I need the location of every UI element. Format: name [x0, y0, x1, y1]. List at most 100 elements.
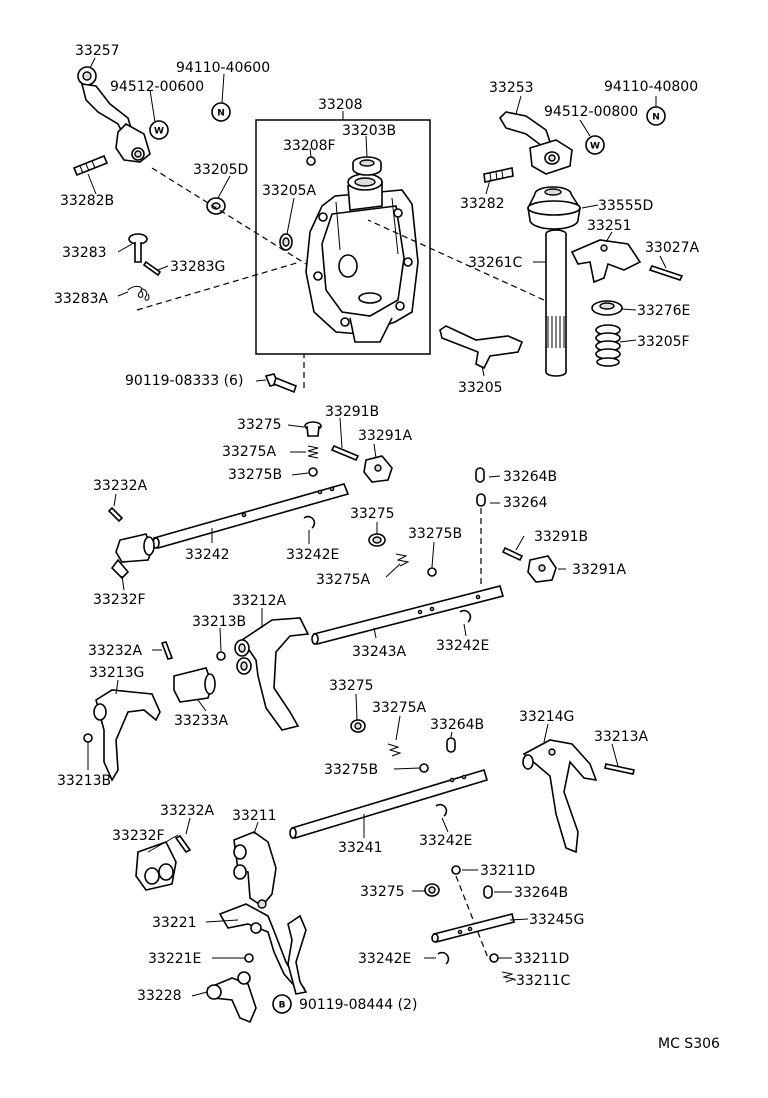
shift-shaft-33245g	[431, 913, 515, 943]
label-33228: 33228	[137, 988, 182, 1004]
label-33251: 33251	[587, 218, 632, 234]
pin-33264	[476, 493, 486, 507]
label-33211d-a: 33211D	[480, 863, 535, 879]
plug-33275-d	[424, 883, 440, 897]
label-33205: 33205	[458, 380, 503, 396]
label-33275-a: 33275	[237, 417, 282, 433]
plug-33275-a	[304, 421, 322, 437]
label-33213a: 33213A	[594, 729, 649, 745]
pin-33264b-b	[446, 737, 456, 753]
label-33208: 33208	[318, 97, 363, 113]
label-33242e-b: 33242E	[436, 638, 489, 654]
shift-shaft-33243a	[311, 585, 505, 645]
shift-shaft-33261c	[545, 229, 567, 377]
label-33205d: 33205D	[193, 162, 248, 178]
block-33291a-b	[527, 555, 557, 583]
assembly-line-shaft	[367, 219, 545, 301]
label-33276e: 33276E	[637, 303, 690, 319]
nut-94110-40600: N	[211, 102, 231, 122]
label-33232f-b: 33232F	[112, 828, 165, 844]
spring-seat-33276e	[591, 300, 623, 316]
shift-head-33232f-b	[135, 841, 177, 891]
bushing-33205a	[279, 233, 293, 251]
label-33213b-b: 33213B	[57, 773, 111, 789]
footer-code: MC S306	[658, 1036, 720, 1052]
label-33283: 33283	[62, 245, 107, 261]
label-33275-b: 33275	[350, 506, 395, 522]
snap-ring-33242e-b	[459, 609, 472, 623]
label-33211: 33211	[232, 808, 277, 824]
label-33245g: 33245G	[529, 912, 584, 928]
label-33282: 33282	[460, 196, 505, 212]
pin-33282b	[72, 154, 109, 177]
bracket-33251	[570, 239, 642, 284]
ring-33221e	[244, 953, 254, 963]
label-33283a: 33283A	[54, 291, 109, 307]
label-33264b-b: 33264B	[430, 717, 484, 733]
label-33555d: 33555D	[598, 198, 653, 214]
label-33205f: 33205F	[637, 334, 690, 350]
oil-seal-33203b	[352, 156, 382, 176]
shift-shaft-33242	[152, 483, 350, 549]
label-33211d-b: 33211D	[514, 951, 569, 967]
spring-33283a	[127, 285, 150, 301]
plug-33275-c	[350, 719, 366, 733]
shift-lever-33257	[77, 66, 151, 163]
part-labels: 33257 94110-40600 94512-00600 33208 3320…	[54, 43, 720, 1052]
label-33205a: 33205A	[262, 183, 317, 199]
label-33257: 33257	[75, 43, 120, 59]
snap-ring-33242e-c	[435, 803, 448, 817]
shift-housing	[305, 173, 419, 343]
washer-94512-00600: W	[149, 120, 169, 140]
label-33027a: 33027A	[645, 240, 700, 256]
boot-33555d	[527, 186, 581, 230]
assembly-line-spring	[136, 261, 301, 311]
label-33232a-a: 33232A	[93, 478, 148, 494]
label-33242e-a: 33242E	[286, 547, 339, 563]
label-90119-08444: 90119-08444 (2)	[299, 997, 417, 1013]
pin-33283	[128, 233, 148, 263]
label-33242: 33242	[185, 547, 230, 563]
svg-text:W: W	[154, 127, 164, 137]
roll-pin-33232a-a	[107, 506, 124, 523]
spring-33275a-c	[387, 743, 402, 757]
pin-33264b-a	[475, 467, 485, 483]
label-33253: 33253	[489, 80, 534, 96]
label-33241: 33241	[338, 840, 383, 856]
snap-ring-33242e-d	[437, 951, 450, 965]
label-33233a: 33233A	[174, 713, 229, 729]
label-33211c: 33211C	[516, 973, 571, 989]
label-33212a: 33212A	[232, 593, 287, 609]
screw-33213b-b	[83, 733, 93, 743]
snap-ring-33242e-a	[303, 515, 316, 529]
shift-head-33233a	[173, 667, 216, 703]
shift-lever-33253	[498, 111, 573, 175]
ball-33275b-a	[308, 467, 318, 477]
pin-33291b-a	[330, 444, 360, 462]
label-33291a-b: 33291A	[572, 562, 627, 578]
pin-33283g	[142, 260, 162, 277]
roll-pin-33232a-c	[174, 834, 192, 854]
label-33213b-a: 33213B	[192, 614, 246, 630]
label-33221: 33221	[152, 915, 197, 931]
plug-33208f	[306, 156, 316, 166]
label-33275b-c: 33275B	[324, 762, 378, 778]
label-33264b-c: 33264B	[514, 885, 568, 901]
label-33221e: 33221E	[148, 951, 201, 967]
label-33243a: 33243A	[352, 644, 407, 660]
pin-33213a	[604, 763, 635, 775]
nut-94110-40800: N	[646, 106, 666, 126]
housing-assembly-box	[255, 111, 431, 355]
label-33264b-a: 33264B	[503, 469, 557, 485]
label-33291b-b: 33291B	[534, 529, 588, 545]
shift-fork-33214g	[522, 739, 598, 854]
label-33242e-d: 33242E	[358, 951, 411, 967]
shift-fork-33212a	[234, 617, 310, 731]
ball-33211d-b	[489, 953, 499, 963]
inner-lever-33205	[439, 325, 524, 370]
lever-33228	[206, 971, 257, 1024]
pin-33027a	[648, 265, 684, 281]
label-90119-08333: 90119-08333 (6)	[125, 373, 243, 389]
label-33203b: 33203B	[342, 123, 396, 139]
svg-text:W: W	[590, 142, 600, 152]
